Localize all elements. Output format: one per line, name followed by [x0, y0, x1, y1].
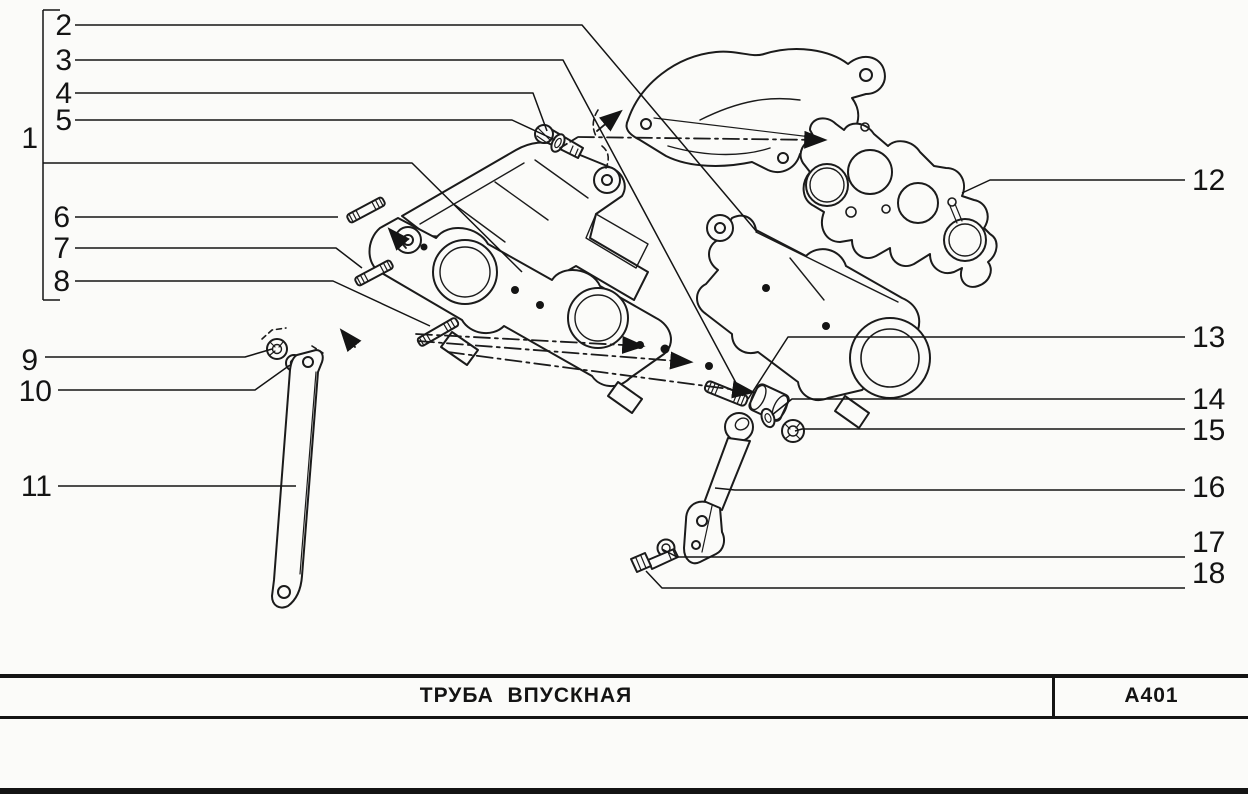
callout-16: 16	[1192, 471, 1225, 504]
callout-9: 9	[21, 344, 38, 377]
callout-13: 13	[1192, 321, 1225, 354]
callout-7: 7	[53, 232, 70, 265]
callout-15: 15	[1192, 414, 1225, 447]
callout-10: 10	[19, 375, 52, 408]
link-16	[683, 412, 754, 565]
stay-bracket-11	[271, 349, 324, 609]
callout-1: 1	[21, 122, 38, 155]
callout-11: 11	[21, 470, 52, 503]
bolt-18	[630, 548, 679, 573]
callout-6: 6	[53, 201, 70, 234]
callout-2: 2	[55, 9, 72, 42]
intake-pipe-lower-view	[696, 214, 931, 429]
intake-pipe-upper-view	[368, 141, 672, 414]
mounting-ear-icon	[593, 166, 621, 194]
rule-top	[0, 674, 1248, 678]
callout-17: 17	[1192, 526, 1225, 559]
model-column-5: 2115-22	[1030, 743, 1099, 794]
exploded-parts-diagram: 1 2 3 4 5 6 7 8 9 10 11 12 13 14 15 16 1…	[19, 9, 1226, 609]
model-column-1: 2113-20 2113-21	[22, 740, 91, 794]
stud-7	[354, 259, 394, 287]
rule-divider	[1052, 676, 1055, 718]
washer-14	[760, 407, 776, 429]
nut-9	[266, 338, 288, 360]
model-code: 2113-20	[22, 790, 91, 794]
rule-bottom	[0, 788, 1248, 794]
hole-marks-icon	[592, 109, 610, 169]
callout-8: 8	[53, 265, 70, 298]
rule-header-bottom	[0, 716, 1248, 719]
nut-15	[781, 419, 805, 443]
bracket-part-1	[42, 9, 60, 301]
model-column-2: 2113-22 2114-20	[195, 740, 264, 794]
callout-4: 4	[55, 77, 72, 110]
callout-numbers: 1 2 3 4 5 6 7 8 9 10 11 12 13 14 15 16 1…	[19, 9, 1226, 590]
leader-lines	[42, 9, 1185, 589]
callout-12: 12	[1192, 164, 1225, 197]
callout-14: 14	[1192, 383, 1225, 416]
model-code: 2113-22	[195, 790, 264, 794]
sheet-title: ТРУБА ВПУСКНАЯ	[419, 684, 633, 707]
gasket	[799, 117, 998, 288]
sheet-code: А401	[1124, 684, 1179, 707]
callout-18: 18	[1192, 557, 1225, 590]
model-column-4: 2115-20 2115-21	[790, 743, 859, 794]
assembly-arrows	[339, 109, 828, 399]
callout-5: 5	[55, 104, 72, 137]
stud-6	[346, 196, 386, 224]
model-column-3: 2114-21 2114-22	[523, 743, 592, 794]
callout-3: 3	[55, 44, 72, 77]
